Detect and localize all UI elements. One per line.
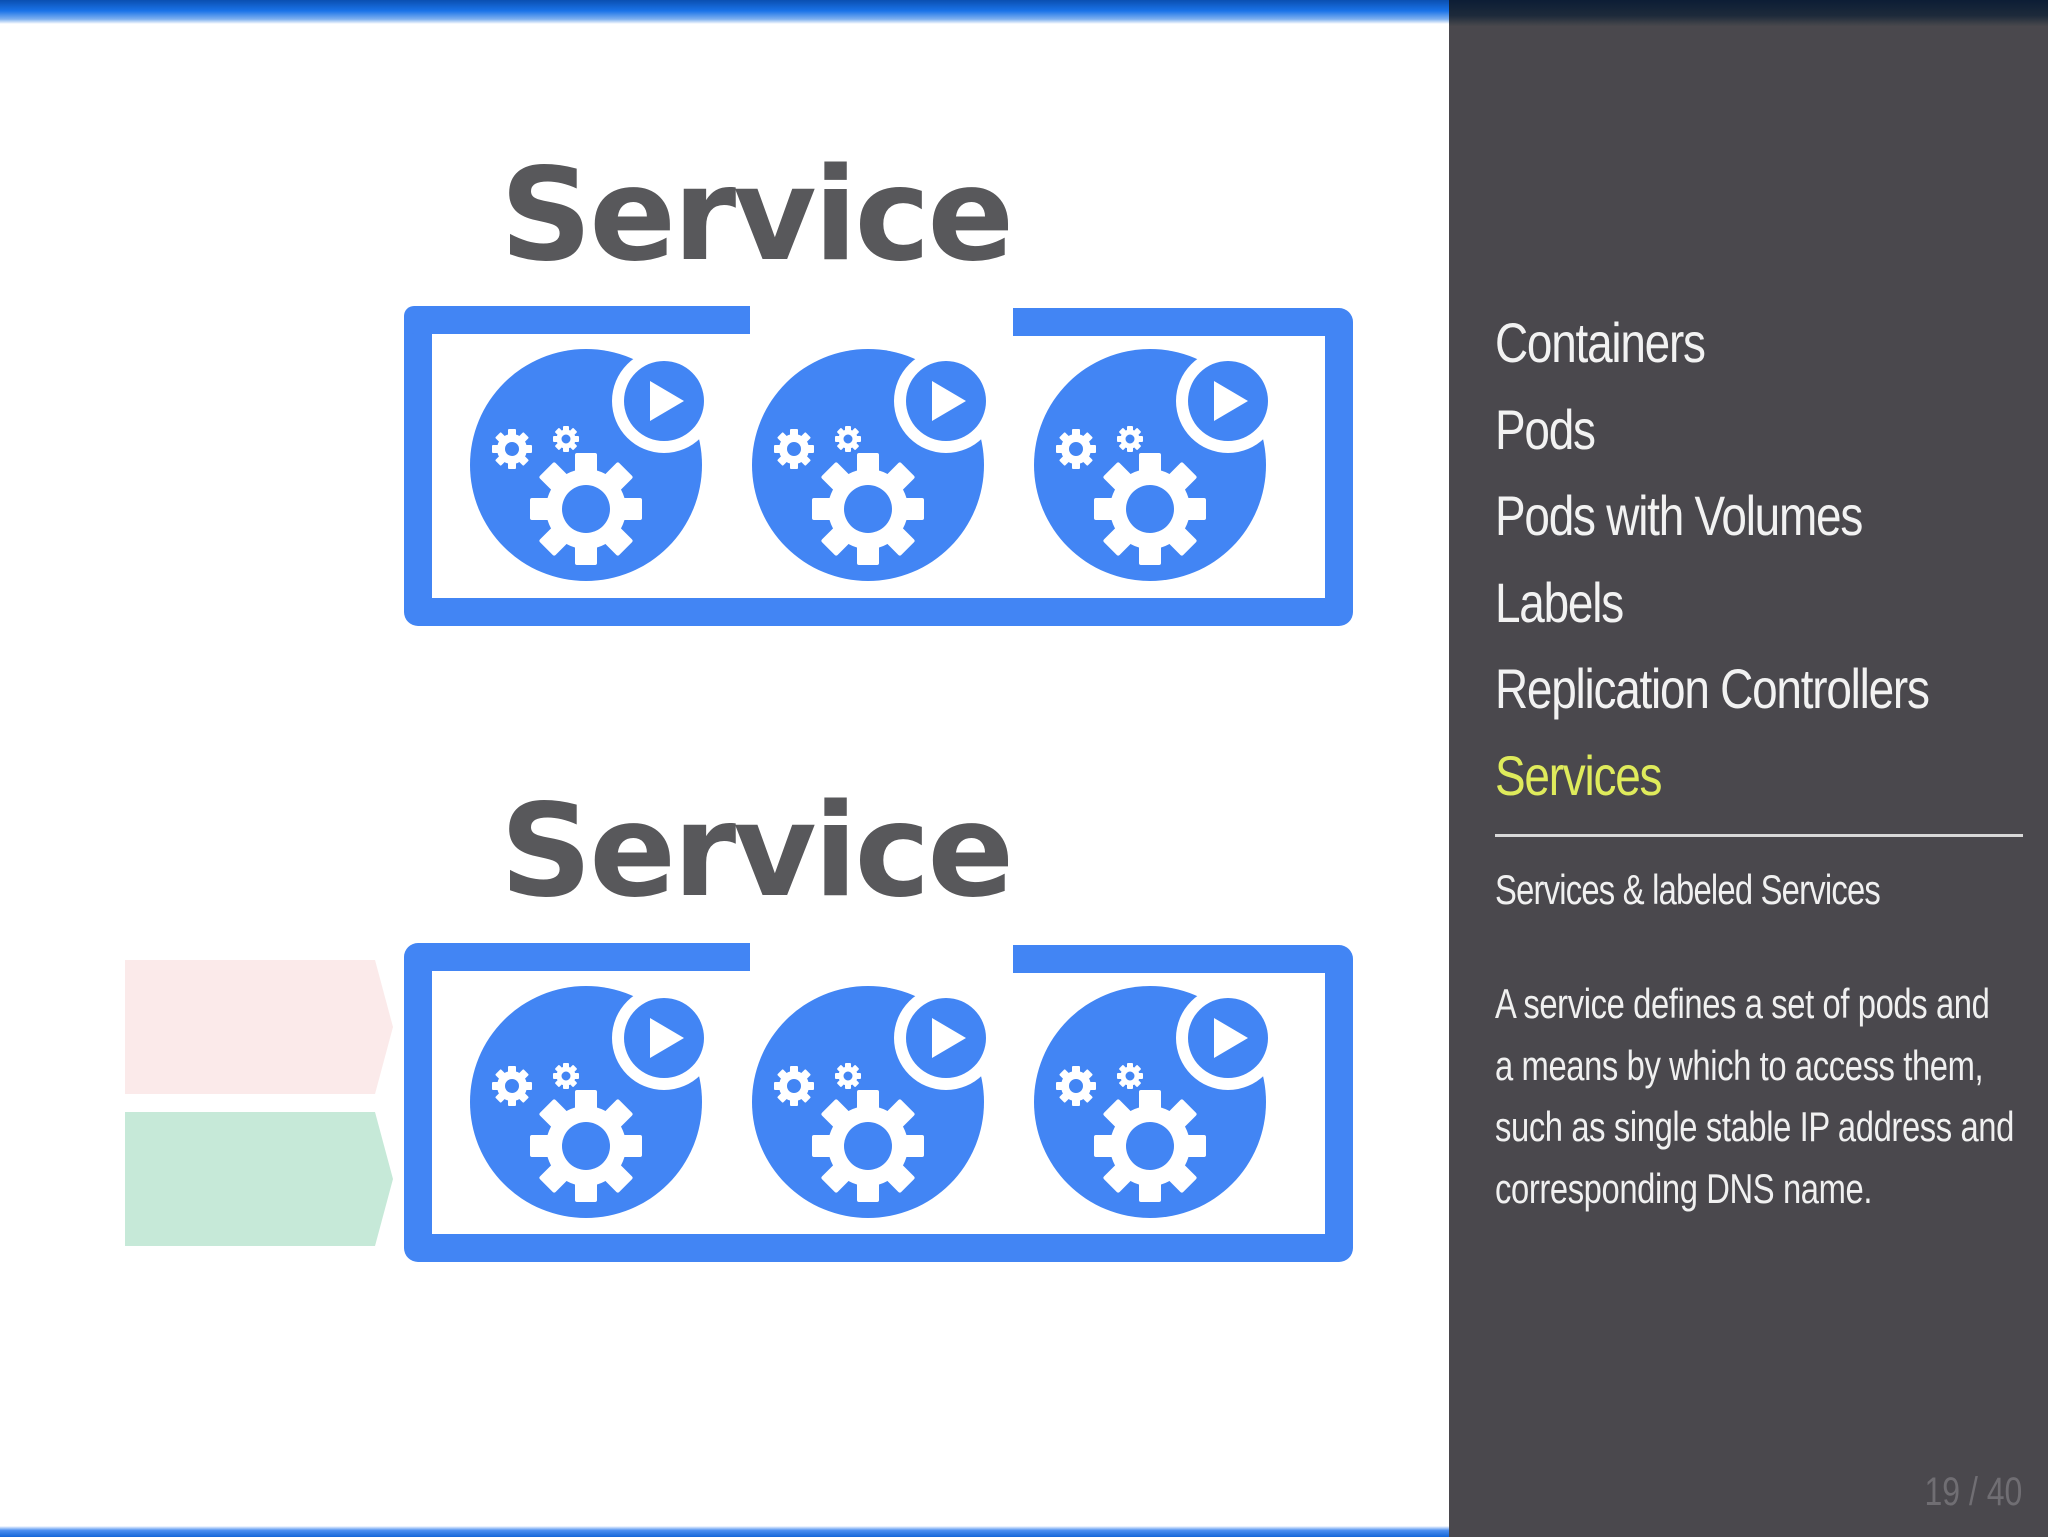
sidebar [1449, 26, 2048, 1537]
description-line: such as single stable IP address and [1495, 1103, 2014, 1150]
pod-icon [752, 986, 998, 1218]
nav-item-replication-controllers[interactable]: Replication Controllers [1495, 657, 1930, 720]
service-diagram [125, 306, 1353, 1262]
pod-icon [1034, 986, 1280, 1218]
service-box-top [404, 306, 1353, 626]
bottom-progress-bar [0, 1526, 1449, 1537]
service-title-top: Service [500, 141, 1014, 290]
nav-item-pods[interactable]: Pods [1495, 397, 1596, 461]
description-line: corresponding DNS name. [1495, 1164, 1873, 1212]
pod-icon [1034, 349, 1280, 581]
nav-item-labels[interactable]: Labels [1495, 570, 1624, 634]
nav-item-pods-with-volumes[interactable]: Pods with Volumes [1495, 484, 1863, 547]
sidebar-divider [1495, 834, 2023, 837]
slide-content: Service Service [0, 24, 1449, 1526]
pod-icon [752, 349, 998, 581]
pod-icon [470, 349, 716, 581]
nav-item-services[interactable]: Services [1495, 743, 1662, 807]
page-number: 19 / 40 [1924, 1470, 2022, 1514]
slide-subtitle: Services & labeled Services [1495, 866, 1881, 913]
top-progress-bar [0, 0, 1449, 24]
sidebar-top-bar [1449, 0, 2048, 26]
service-box-bottom [404, 943, 1353, 1262]
nav-item-containers[interactable]: Containers [1495, 311, 1706, 374]
label-tag-green [125, 1112, 393, 1246]
service-title-bottom: Service [500, 777, 1014, 926]
slide-description: A service defines a set of pods and a me… [1495, 973, 2025, 1219]
label-tag-red [125, 960, 393, 1094]
sidebar-nav: Containers Pods Pods with Volumes Labels… [1495, 300, 2024, 819]
description-line: A service defines a set of pods and [1495, 980, 1990, 1027]
description-line: a means by which to access them, [1495, 1041, 1984, 1089]
pod-icon [470, 986, 716, 1218]
